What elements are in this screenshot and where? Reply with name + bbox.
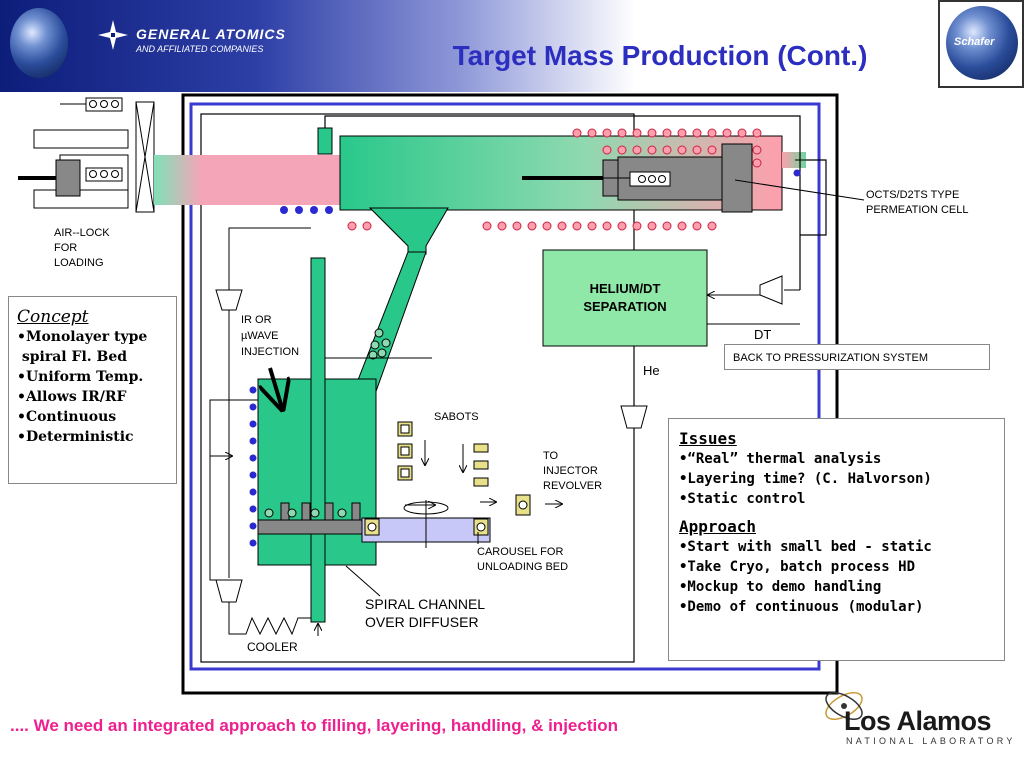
issues-item: •Layering time? (C. Halvorson) bbox=[679, 471, 932, 487]
funnel bbox=[368, 207, 449, 255]
lanl-logo-subtitle: NATIONAL LABORATORY bbox=[846, 736, 1016, 746]
globe-logo-icon bbox=[10, 8, 68, 78]
spiral-column bbox=[310, 257, 326, 623]
concept-item: •Allows IR/RF bbox=[17, 389, 127, 405]
octs-label: OCTS/D2TS TYPE bbox=[866, 189, 960, 201]
blue-dots bbox=[249, 169, 801, 547]
helium-label-2: SEPARATION bbox=[583, 299, 667, 314]
ga-star-icon bbox=[98, 20, 128, 50]
inlet-stub bbox=[317, 127, 333, 155]
back-label: BACK TO PRESSURIZATION SYSTEM bbox=[733, 352, 928, 364]
issues-approach-box: Issues •“Real” thermal analysis •Layerin… bbox=[668, 418, 1005, 661]
header-banner bbox=[0, 0, 1024, 92]
airlock-assembly bbox=[18, 97, 155, 213]
org-name: GENERAL ATOMICS bbox=[136, 26, 286, 42]
injector-label-2: INJECTOR bbox=[543, 465, 598, 477]
airlock-label-2: FOR bbox=[54, 242, 78, 254]
bed-particles bbox=[339, 328, 391, 433]
inner-frame bbox=[189, 102, 821, 671]
sabots-label: SABOTS bbox=[434, 411, 479, 423]
schafer-logo-text: Schafer bbox=[954, 36, 995, 48]
approach-item: •Take Cryo, batch process HD bbox=[679, 559, 916, 575]
back-to-pressurization-box: BACK TO PRESSURIZATION SYSTEM bbox=[724, 344, 990, 370]
helium-separation-unit bbox=[542, 249, 708, 347]
footer-message: .... We need an integrated approach to f… bbox=[10, 716, 618, 735]
approach-item: •Mockup to demo handling bbox=[679, 579, 882, 595]
transfer-pipe bbox=[154, 155, 344, 205]
approach-item: •Demo of continuous (modular) bbox=[679, 599, 924, 615]
carousel-label: CAROUSEL FOR bbox=[477, 546, 564, 558]
airlock-label-3: LOADING bbox=[54, 257, 104, 269]
lanl-logo-name: Los Alamos bbox=[844, 706, 992, 736]
approach-item: •Start with small bed - static bbox=[679, 539, 932, 555]
ir-label-2: µWAVE bbox=[241, 330, 279, 342]
issues-item: •“Real” thermal analysis bbox=[679, 451, 882, 467]
issues-item: •Static control bbox=[679, 491, 806, 507]
ir-label-3: INJECTION bbox=[241, 346, 300, 358]
carousel-label-2: UNLOADING BED bbox=[477, 561, 569, 573]
outer-frame bbox=[181, 93, 839, 695]
spiral-label-2: OVER DIFFUSER bbox=[365, 614, 479, 630]
concept-box: Concept •Monolayer type spiral Fl. Bed •… bbox=[8, 296, 177, 484]
concept-item: •Continuous bbox=[17, 409, 117, 425]
octs-label-2: PERMEATION CELL bbox=[866, 204, 969, 216]
cooler-label: COOLER bbox=[247, 640, 298, 654]
dt-label: DT bbox=[754, 327, 772, 342]
airlock-label: AIR--LOCK bbox=[54, 227, 110, 239]
concept-item: spiral Fl. Bed bbox=[17, 349, 128, 365]
org-subtitle: AND AFFILIATED COMPANIES bbox=[136, 44, 264, 54]
ir-label: IR OR bbox=[241, 314, 272, 326]
approach-title: Approach bbox=[679, 517, 757, 536]
page-title: Target Mass Production (Cont.) bbox=[452, 40, 868, 71]
lanl-swoosh-icon bbox=[825, 692, 863, 720]
spiral-label: SPIRAL CHANNEL bbox=[365, 596, 486, 612]
injector-label: TO bbox=[543, 450, 559, 462]
concept-item: •Uniform Temp. bbox=[17, 369, 144, 385]
concept-item: •Deterministic bbox=[17, 429, 134, 445]
he-label: He bbox=[643, 363, 660, 378]
schafer-globe-icon bbox=[946, 6, 1018, 80]
issues-title: Issues bbox=[679, 429, 737, 448]
concept-title: Concept bbox=[17, 307, 89, 327]
helium-label: HELIUM/DT bbox=[589, 281, 661, 296]
concept-item: •Monolayer type bbox=[17, 329, 148, 345]
injector-label-3: REVOLVER bbox=[543, 480, 603, 492]
